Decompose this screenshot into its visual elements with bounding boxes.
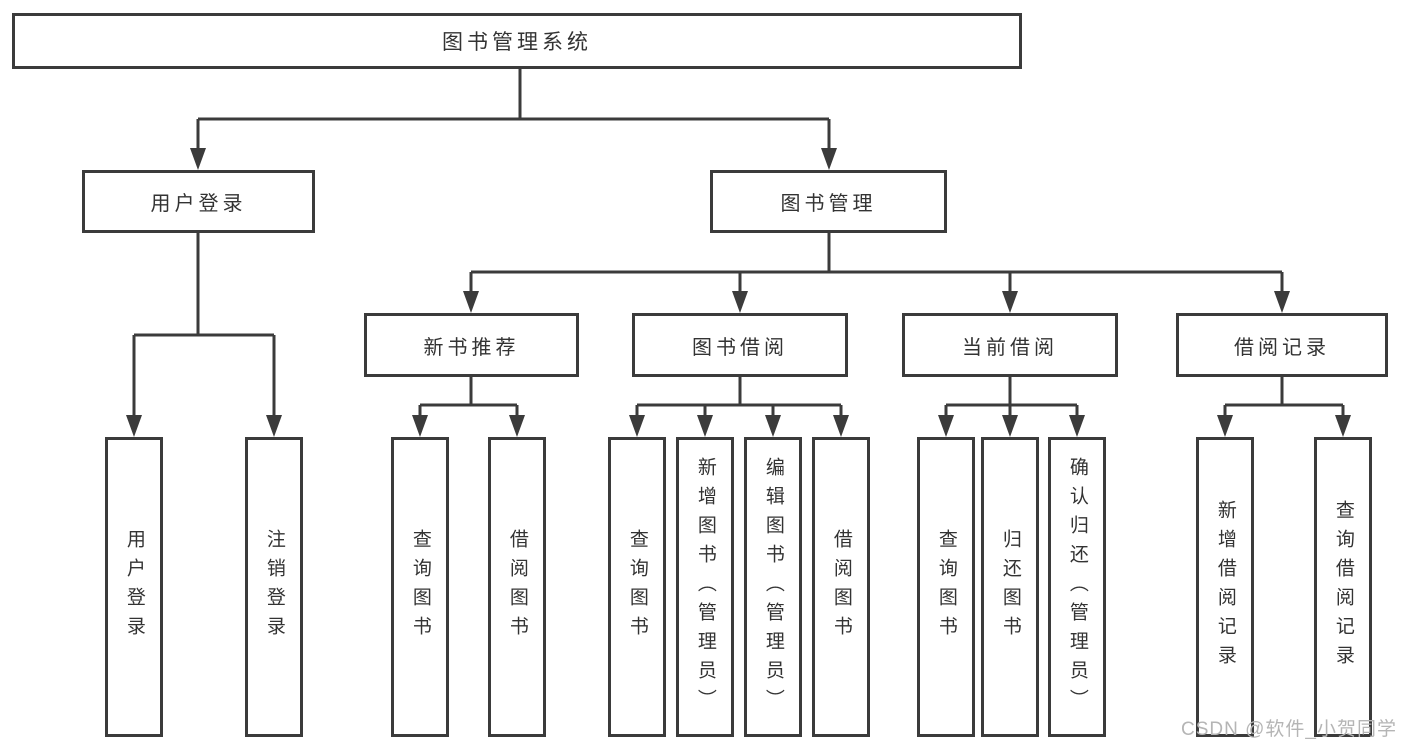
node-root-label: 图书管理系统 bbox=[442, 31, 592, 54]
node-current-borrow: 当前借阅 bbox=[902, 313, 1118, 377]
leaf-borrow-query-books: 查询图书 bbox=[608, 437, 666, 737]
leaf-borrow-add-books-admin-label: 新增图书（管理员） bbox=[694, 456, 716, 718]
node-borrow-records: 借阅记录 bbox=[1176, 313, 1388, 377]
leaf-recommend-borrow-books: 借阅图书 bbox=[488, 437, 546, 737]
leaf-current-return-books-label: 归还图书 bbox=[999, 529, 1021, 645]
leaf-logout: 注销登录 bbox=[245, 437, 303, 737]
node-root: 图书管理系统 bbox=[12, 13, 1022, 69]
leaf-borrow-edit-books-admin: 编辑图书（管理员） bbox=[744, 437, 802, 737]
leaf-recommend-query-books-label: 查询图书 bbox=[409, 529, 431, 645]
leaf-borrow-borrow-books: 借阅图书 bbox=[812, 437, 870, 737]
node-new-book-recommend-label: 新书推荐 bbox=[423, 336, 520, 359]
leaf-user-login: 用户登录 bbox=[105, 437, 163, 737]
leaf-borrow-borrow-books-label: 借阅图书 bbox=[830, 529, 852, 645]
node-book-management-label: 图书管理 bbox=[780, 193, 877, 215]
leaf-records-query-record: 查询借阅记录 bbox=[1314, 437, 1372, 737]
leaf-recommend-borrow-books-label: 借阅图书 bbox=[506, 529, 528, 645]
node-book-borrow: 图书借阅 bbox=[632, 313, 848, 377]
leaf-records-add-record: 新增借阅记录 bbox=[1196, 437, 1254, 737]
leaf-user-login-label: 用户登录 bbox=[123, 529, 145, 645]
leaf-records-add-record-label: 新增借阅记录 bbox=[1214, 500, 1236, 674]
node-user-login-label: 用户登录 bbox=[150, 193, 247, 215]
node-user-login: 用户登录 bbox=[82, 170, 315, 233]
node-book-management: 图书管理 bbox=[710, 170, 947, 233]
leaf-current-query-books-label: 查询图书 bbox=[935, 529, 957, 645]
node-current-borrow-label: 当前借阅 bbox=[962, 336, 1058, 359]
leaf-current-query-books: 查询图书 bbox=[917, 437, 975, 737]
leaf-borrow-add-books-admin: 新增图书（管理员） bbox=[676, 437, 734, 737]
leaf-logout-label: 注销登录 bbox=[263, 529, 285, 645]
leaf-current-confirm-return-admin: 确认归还（管理员） bbox=[1048, 437, 1106, 737]
leaf-current-return-books: 归还图书 bbox=[981, 437, 1039, 737]
node-new-book-recommend: 新书推荐 bbox=[364, 313, 579, 377]
leaf-borrow-edit-books-admin-label: 编辑图书（管理员） bbox=[762, 456, 784, 718]
node-book-borrow-label: 图书借阅 bbox=[692, 336, 788, 359]
node-borrow-records-label: 借阅记录 bbox=[1234, 336, 1330, 359]
csdn-watermark: CSDN @软件_小贺同学 bbox=[1181, 719, 1397, 740]
leaf-current-confirm-return-admin-label: 确认归还（管理员） bbox=[1066, 456, 1088, 718]
leaf-borrow-query-books-label: 查询图书 bbox=[626, 529, 648, 645]
leaf-recommend-query-books: 查询图书 bbox=[391, 437, 449, 737]
leaf-records-query-record-label: 查询借阅记录 bbox=[1332, 500, 1354, 674]
